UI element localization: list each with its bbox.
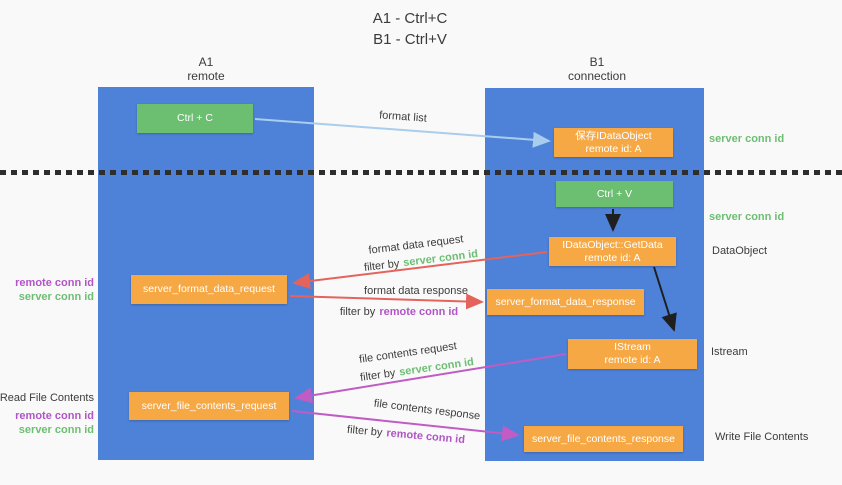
node-istream-sub: remote id: A <box>604 354 661 366</box>
filter-key-remote-conn-id: remote conn id <box>379 306 459 318</box>
arrow-format-list <box>254 118 551 148</box>
node-server-format-data-response-label: server_format_data_response <box>495 295 636 308</box>
title-line-2: B1 - Ctrl+V <box>373 31 447 48</box>
filter-by-text: filter by <box>339 306 376 318</box>
node-ctrl-c-label: Ctrl + C <box>177 112 213 124</box>
edge-label-format-data-response: format data response <box>364 285 468 297</box>
node-server-file-contents-response-label: server_file_contents_response <box>531 432 675 445</box>
lane-a-subtitle: remote <box>187 69 225 83</box>
annotation-write-file-contents: Write File Contents <box>715 431 809 443</box>
annotation-remote-conn-id-1: remote conn id <box>15 277 94 289</box>
node-server-file-contents-request: server_file_contents_request <box>129 392 289 420</box>
node-idataobject-getdata: IDataObject::GetData remote id: A <box>549 237 676 266</box>
node-server-format-data-request: server_format_data_request <box>131 275 287 304</box>
lane-a-name: A1 <box>198 55 214 69</box>
node-istream-label: IStream <box>614 341 651 353</box>
node-ctrl-v: Ctrl + V <box>556 181 673 207</box>
title-line-1: A1 - Ctrl+C <box>372 10 448 27</box>
node-server-file-contents-response: server_file_contents_response <box>524 426 683 452</box>
node-idataobject-getdata-sub: remote id: A <box>584 251 641 264</box>
node-server-format-data-response: server_format_data_response <box>487 289 644 315</box>
node-save-idataobject-label: 保存IDataObject <box>575 129 652 142</box>
annotation-server-conn-id-left-2: server conn id <box>18 424 94 436</box>
node-ctrl-c: Ctrl + C <box>137 104 253 133</box>
lane-b-subtitle: connection <box>567 69 627 83</box>
node-server-format-data-request-label: server_format_data_request <box>143 283 275 295</box>
diagram-title: A1 - Ctrl+C B1 - Ctrl+V <box>340 8 480 50</box>
annotation-server-conn-id-top: server conn id <box>709 133 785 145</box>
node-save-idataobject-sub: remote id: A <box>585 142 642 155</box>
annotation-read-file-contents: Read File Contents <box>0 392 94 404</box>
node-idataobject-getdata-label: IDataObject::GetData <box>562 238 663 251</box>
annotation-remote-conn-id-2: remote conn id <box>15 410 94 422</box>
lane-b-header: B1 connection <box>537 55 657 83</box>
lane-a-header: A1 remote <box>146 55 266 83</box>
node-server-file-contents-request-label: server_file_contents_request <box>141 399 277 412</box>
annotation-server-conn-id-mid: server conn id <box>709 211 785 223</box>
annotation-dataobject: DataObject <box>712 245 768 257</box>
arrow-file-contents-request <box>294 353 567 404</box>
annotation-istream: Istream <box>711 346 748 358</box>
lane-b-name: B1 <box>589 55 605 69</box>
node-ctrl-v-label: Ctrl + V <box>596 187 633 200</box>
arrow-getdata-to-istream <box>653 266 677 332</box>
node-istream: IStream remote id: A <box>568 339 697 369</box>
annotation-server-conn-id-left-1: server conn id <box>18 291 94 303</box>
node-save-idataobject: 保存IDataObject remote id: A <box>554 128 673 157</box>
arrow-format-data-request <box>292 251 548 289</box>
dotted-separator-line <box>0 170 842 175</box>
arrow-file-contents-response <box>291 410 520 442</box>
arrow-format-data-response <box>289 293 484 310</box>
